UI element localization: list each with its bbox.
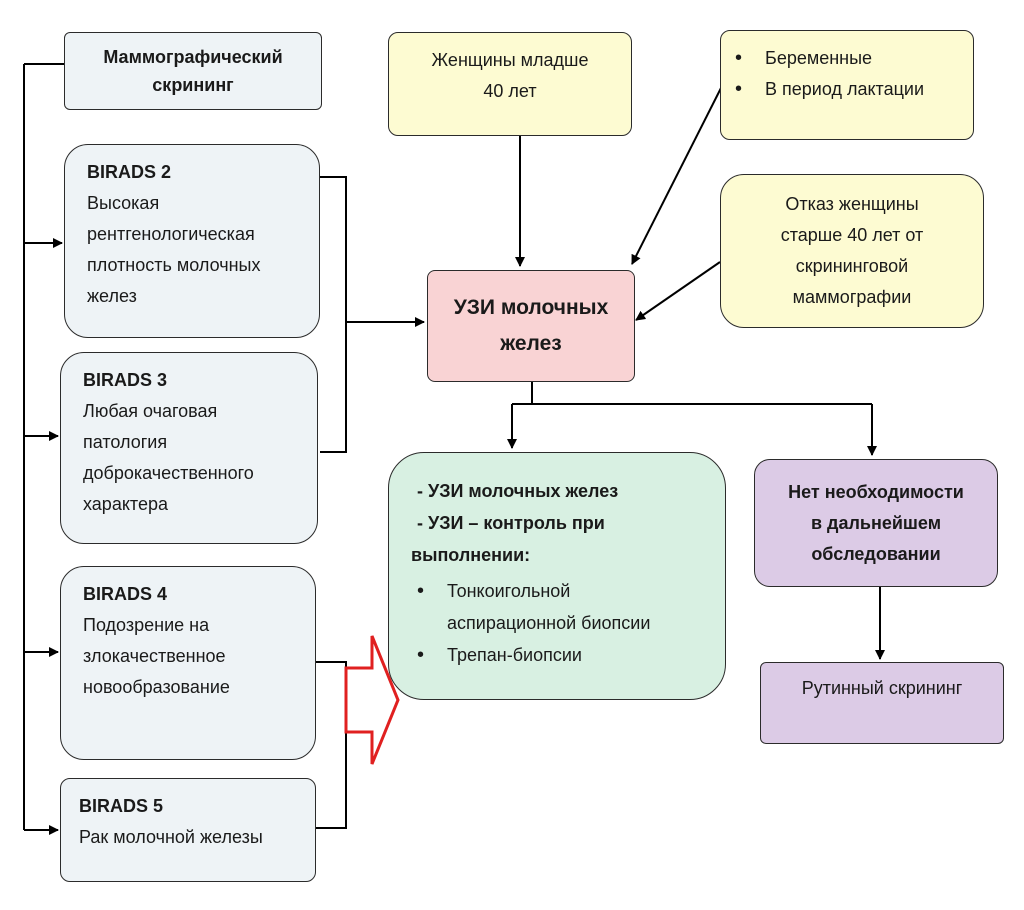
actions-line2: - УЗИ – контроль при [417, 513, 605, 533]
actions-line3: выполнении: [411, 545, 531, 565]
birads3-line3: доброкачественного [83, 463, 254, 483]
no-need-line1: Нет необходимости [788, 481, 964, 502]
birads4-line2: злокачественное [83, 646, 226, 666]
uzi-box: УЗИ молочных желез [427, 270, 635, 382]
birads5-line1: Рак молочной железы [79, 827, 263, 847]
birads2-box: BIRADS 2 Высокая рентгенологическая плот… [64, 144, 320, 338]
actions-item-2: Трепан-биопсии [411, 639, 713, 671]
pregnant-list: Беременные В период лактации [729, 43, 963, 105]
pregnant-item-1: Беременные [729, 43, 963, 74]
routine-label: Рутинный скрининг [801, 678, 963, 698]
actions-item-1: Тонкоигольной аспирационной биопсии [411, 575, 713, 639]
birads3-line2: патология [83, 432, 168, 452]
birads2-line4: желез [87, 286, 137, 306]
no-need-line3: обследовании [811, 543, 941, 564]
young-line2: 40 лет [483, 81, 537, 101]
birads5-title: BIRADS 5 [79, 796, 164, 816]
uzi-line1: УЗИ молочных [453, 296, 609, 319]
birads4-box: BIRADS 4 Подозрение на злокачественное н… [60, 566, 316, 760]
bracket-birads4-5 [316, 661, 347, 829]
screening-line2: скрининг [152, 75, 234, 95]
birads4-title: BIRADS 4 [83, 584, 168, 604]
actions-box: - УЗИ молочных желез - УЗИ – контроль пр… [388, 452, 726, 700]
uzi-line2: желез [500, 332, 562, 355]
refusal-box: Отказ женщины старше 40 лет от скрининго… [720, 174, 984, 328]
refusal-line1: Отказ женщины [785, 194, 919, 214]
birads3-box: BIRADS 3 Любая очаговая патология доброк… [60, 352, 318, 544]
no-need-box: Нет необходимости в дальнейшем обследова… [754, 459, 998, 587]
refusal-line4: маммографии [792, 287, 912, 307]
young-line1: Женщины младше [431, 50, 589, 70]
birads5-box: BIRADS 5 Рак молочной железы [60, 778, 316, 882]
actions-line1: - УЗИ молочных желез [417, 481, 619, 501]
birads4-line3: новообразование [83, 677, 230, 697]
no-need-line2: в дальнейшем [810, 512, 942, 533]
birads2-line1: Высокая [87, 193, 160, 213]
birads4-line1: Подозрение на [83, 615, 210, 635]
pregnant-box: Беременные В период лактации [720, 30, 974, 140]
arrow-refusal-to-uzi [635, 261, 721, 321]
arrow-pregnant-to-uzi [631, 87, 722, 265]
pregnant-item-2: В период лактации [729, 74, 963, 105]
actions-list: Тонкоигольной аспирационной биопсии Треп… [411, 575, 713, 671]
refusal-line3: скрининговой [795, 256, 909, 276]
birads3-line1: Любая очаговая [83, 401, 218, 421]
screening-line1: Маммографический [103, 47, 283, 67]
hollow-arrow-to-actions [344, 635, 400, 765]
young-women-box: Женщины младше 40 лет [388, 32, 632, 136]
routine-box: Рутинный скрининг [760, 662, 1004, 744]
birads2-line3: плотность молочных [87, 255, 261, 275]
birads2-title: BIRADS 2 [87, 162, 172, 182]
screening-box: Маммографический скрининг [64, 32, 322, 110]
birads3-line4: характера [83, 494, 168, 514]
birads2-line2: рентгенологическая [87, 224, 255, 244]
refusal-line2: старше 40 лет от [780, 225, 924, 245]
bracket-birads2-3 [320, 176, 347, 453]
birads3-title: BIRADS 3 [83, 370, 168, 390]
